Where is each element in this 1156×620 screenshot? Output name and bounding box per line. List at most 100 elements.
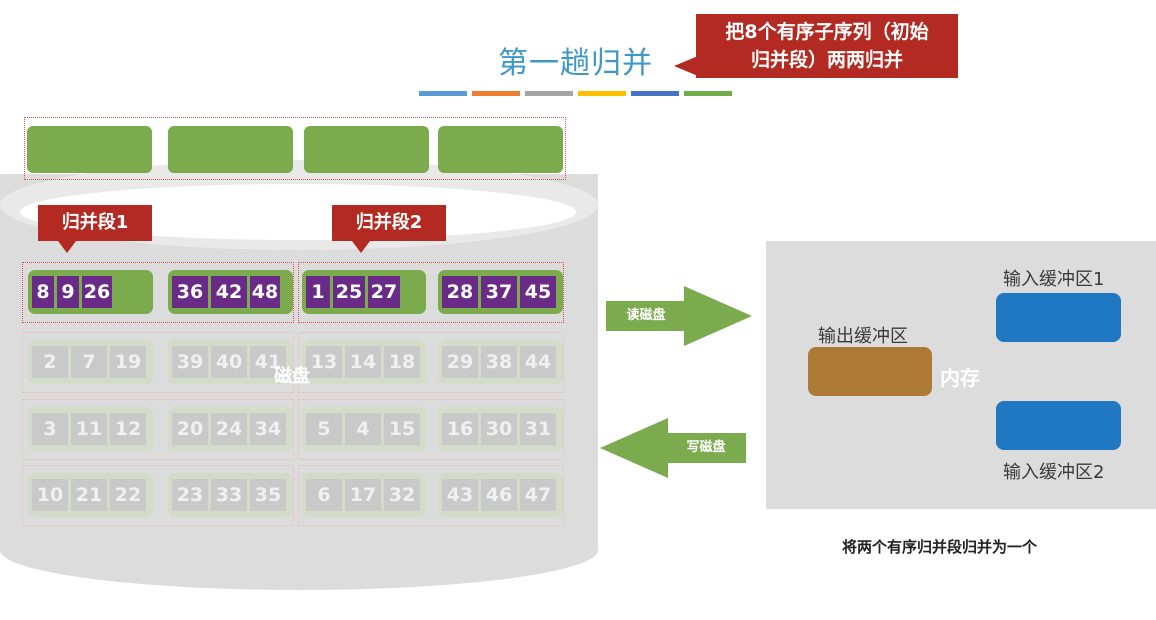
run-value: 5: [306, 413, 342, 445]
run-value: 21: [71, 479, 107, 511]
output-buffer: [808, 347, 932, 396]
run-value: 2: [32, 346, 68, 378]
merge-group-frame: [298, 332, 564, 393]
run-value: 31: [520, 413, 556, 445]
run-value: 17: [345, 479, 381, 511]
run-value: 26: [82, 276, 112, 308]
run-value: 20: [172, 413, 208, 445]
run-value: 44: [520, 346, 556, 378]
color-bar: [472, 91, 520, 96]
read-disk-arrow-shaft: 读磁盘: [606, 301, 686, 331]
run-value: 10: [32, 479, 68, 511]
run-value: 19: [110, 346, 146, 378]
merge-group-frame: [22, 399, 294, 460]
color-bar: [631, 91, 679, 96]
run-value: 22: [110, 479, 146, 511]
callout-tail: [674, 56, 698, 76]
run-value: 24: [211, 413, 247, 445]
input-buffer-2-label: 输入缓冲区2: [1003, 462, 1105, 483]
memory-block: [438, 126, 563, 173]
run-value: 3: [32, 413, 68, 445]
run-value: 14: [345, 346, 381, 378]
run-value: 4: [345, 413, 381, 445]
run-value: 32: [384, 479, 420, 511]
run-value: 13: [306, 346, 342, 378]
input-buffer-1: [996, 293, 1121, 342]
color-bar: [684, 91, 732, 96]
run-value: 39: [172, 346, 208, 378]
input-buffer-1-label: 输入缓冲区1: [1003, 269, 1105, 290]
color-bar: [525, 91, 573, 96]
run-value: 15: [384, 413, 420, 445]
callout: 把8个有序子序列（初始 归并段）两两归并: [696, 14, 958, 78]
run-value: 38: [481, 346, 517, 378]
run-value: 30: [481, 413, 517, 445]
run-value: 48: [250, 276, 280, 308]
run-value: 29: [442, 346, 478, 378]
run-value: 8: [32, 276, 54, 308]
merge-tag-2-tail: [352, 241, 370, 253]
merge-group-frame: [298, 262, 564, 323]
callout-line-2: 归并段）两两归并: [750, 49, 903, 71]
merge-tag-2: 归并段2: [332, 205, 446, 241]
run-value: 37: [481, 276, 517, 308]
merge-group-frame: [298, 399, 564, 460]
run-value: 45: [520, 276, 556, 308]
memory-block: [304, 126, 429, 173]
output-buffer-label: 输出缓冲区: [818, 326, 908, 347]
run-value: 42: [211, 276, 247, 308]
color-bar: [419, 91, 467, 96]
run-value: 27: [368, 276, 400, 308]
run-value: 6: [306, 479, 342, 511]
run-value: 33: [211, 479, 247, 511]
run-value: 40: [211, 346, 247, 378]
disk-label: 磁盘: [274, 366, 310, 387]
run-value: 23: [172, 479, 208, 511]
run-value: 43: [442, 479, 478, 511]
run-value: 46: [481, 479, 517, 511]
write-disk-arrowhead: [600, 418, 668, 478]
run-value: 35: [250, 479, 286, 511]
page-title: 第一趟归并: [498, 46, 653, 81]
merge-group-frame: [298, 465, 564, 526]
run-value: 25: [333, 276, 365, 308]
run-value: 1: [306, 276, 330, 308]
run-value: 16: [442, 413, 478, 445]
memory-label: 内存: [940, 366, 980, 390]
run-value: 7: [71, 346, 107, 378]
memory-block: [27, 126, 152, 173]
run-value: 47: [520, 479, 556, 511]
merge-group-frame: [22, 465, 294, 526]
write-disk-arrow-shaft: 写磁盘: [666, 433, 746, 463]
run-value: 18: [384, 346, 420, 378]
run-value: 41: [250, 346, 286, 378]
color-bar: [578, 91, 626, 96]
merge-group-frame: [22, 262, 294, 323]
merge-tag-1: 归并段1: [38, 205, 152, 241]
memory-block: [168, 126, 293, 173]
callout-line-1: 把8个有序子序列（初始: [725, 21, 929, 43]
input-buffer-2: [996, 401, 1121, 450]
run-value: 9: [57, 276, 79, 308]
caption: 将两个有序归并段归并为一个: [842, 538, 1038, 556]
merge-tag-1-tail: [58, 241, 76, 253]
memory-blocks-frame: [24, 117, 566, 180]
run-value: 11: [71, 413, 107, 445]
run-value: 12: [110, 413, 146, 445]
